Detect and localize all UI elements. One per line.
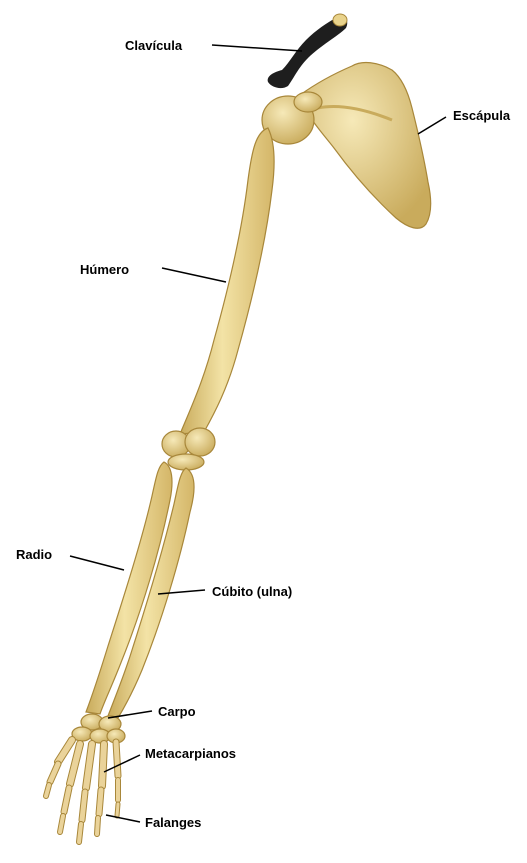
finger-bones xyxy=(60,742,118,842)
leader-falanges xyxy=(106,815,140,822)
leader-escapula xyxy=(418,117,446,134)
label-escapula: Escápula xyxy=(453,108,510,124)
scapula-bone xyxy=(300,63,431,229)
humerus-bone xyxy=(180,128,274,434)
leader-metacarpianos xyxy=(104,755,140,772)
elbow-condyle-medial xyxy=(185,428,215,456)
label-clavicula: Clavícula xyxy=(125,38,182,54)
leader-radio xyxy=(70,556,124,570)
clavicle-tip xyxy=(333,14,347,26)
label-cubito: Cúbito (ulna) xyxy=(212,584,292,600)
label-humero: Húmero xyxy=(80,262,129,278)
leader-humero xyxy=(162,268,226,282)
leader-clavicula xyxy=(212,45,302,51)
acromion xyxy=(294,92,322,112)
label-carpo: Carpo xyxy=(158,704,196,720)
label-radio: Radio xyxy=(16,547,52,563)
label-metacarpianos: Metacarpianos xyxy=(145,746,236,762)
label-falanges: Falanges xyxy=(145,815,201,831)
